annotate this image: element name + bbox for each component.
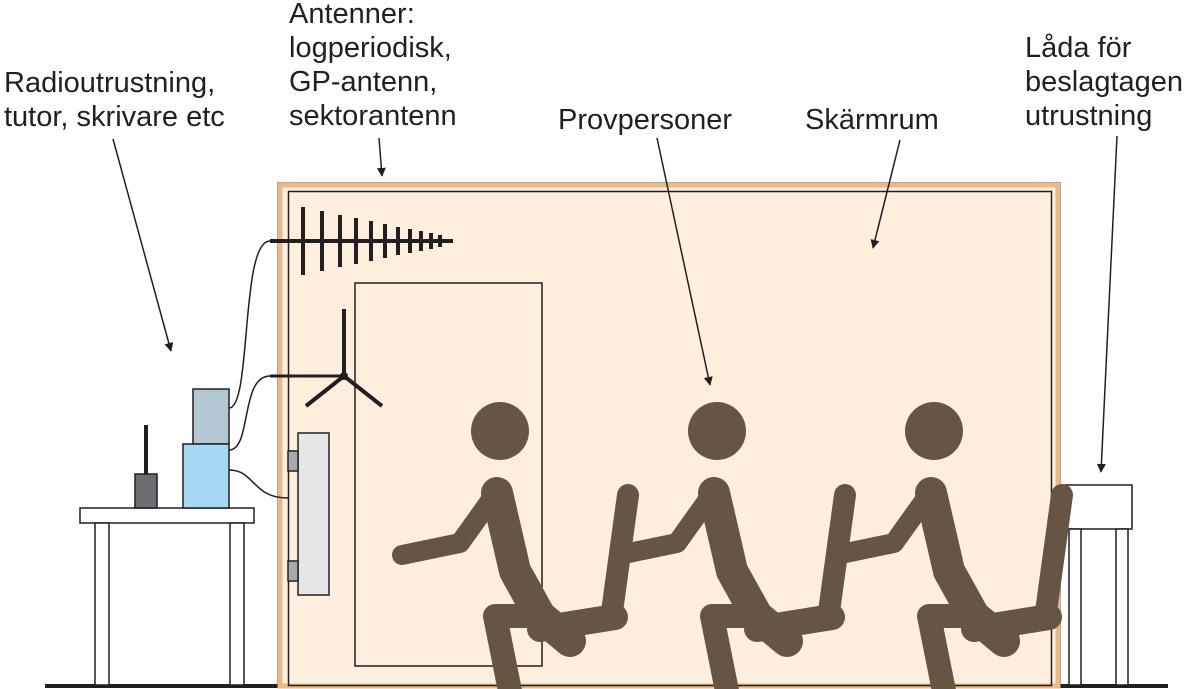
equipment-table <box>79 507 255 686</box>
confiscated-equipment-box <box>1062 484 1133 686</box>
label-radio-equipment: Radioutrustning, tutor, skrivare etc <box>4 66 225 134</box>
handheld-radio <box>134 425 158 509</box>
label-confiscated-box-line-1: Låda för <box>1025 32 1132 64</box>
door <box>354 282 543 667</box>
shielded-room-inner-edge <box>287 190 1053 687</box>
sector-antenna <box>287 432 330 596</box>
label-antennas-line-1: Antenner: <box>289 0 415 30</box>
label-shielded-room: Skärmrum <box>805 104 939 136</box>
pointer-arrows <box>112 135 1118 473</box>
gp-antenna <box>270 309 384 408</box>
radio-unit-bottom <box>182 443 230 509</box>
label-antennas-line-3: GP-antenn, <box>289 66 438 98</box>
label-antennas: Antenner: logperiodisk, GP-antenn, sekto… <box>289 0 457 133</box>
label-antennas-line-2: logperiodisk, <box>289 32 452 64</box>
antenna-cables <box>228 240 289 499</box>
arrow-antennas <box>376 137 386 177</box>
arrow-radio-equipment <box>112 138 174 352</box>
arrow-shielded-room <box>870 139 901 249</box>
label-confiscated-box: Låda för beslagtagen utrustning <box>1025 31 1183 133</box>
arrow-test-persons <box>656 137 713 386</box>
label-test-persons: Provpersoner <box>558 104 733 136</box>
label-confiscated-box-line-2: beslagtagen <box>1025 66 1184 98</box>
label-antennas-line-4: sektorantenn <box>289 100 457 132</box>
label-radio-equipment-line-1: Radioutrustning, <box>4 67 216 99</box>
radio-unit-top <box>192 388 230 445</box>
label-confiscated-box-line-3: utrustning <box>1025 100 1153 132</box>
arrow-confiscated-box <box>1096 135 1118 473</box>
label-radio-equipment-line-2: tutor, skrivare etc <box>4 101 225 133</box>
log-periodic-antenna <box>270 207 453 275</box>
